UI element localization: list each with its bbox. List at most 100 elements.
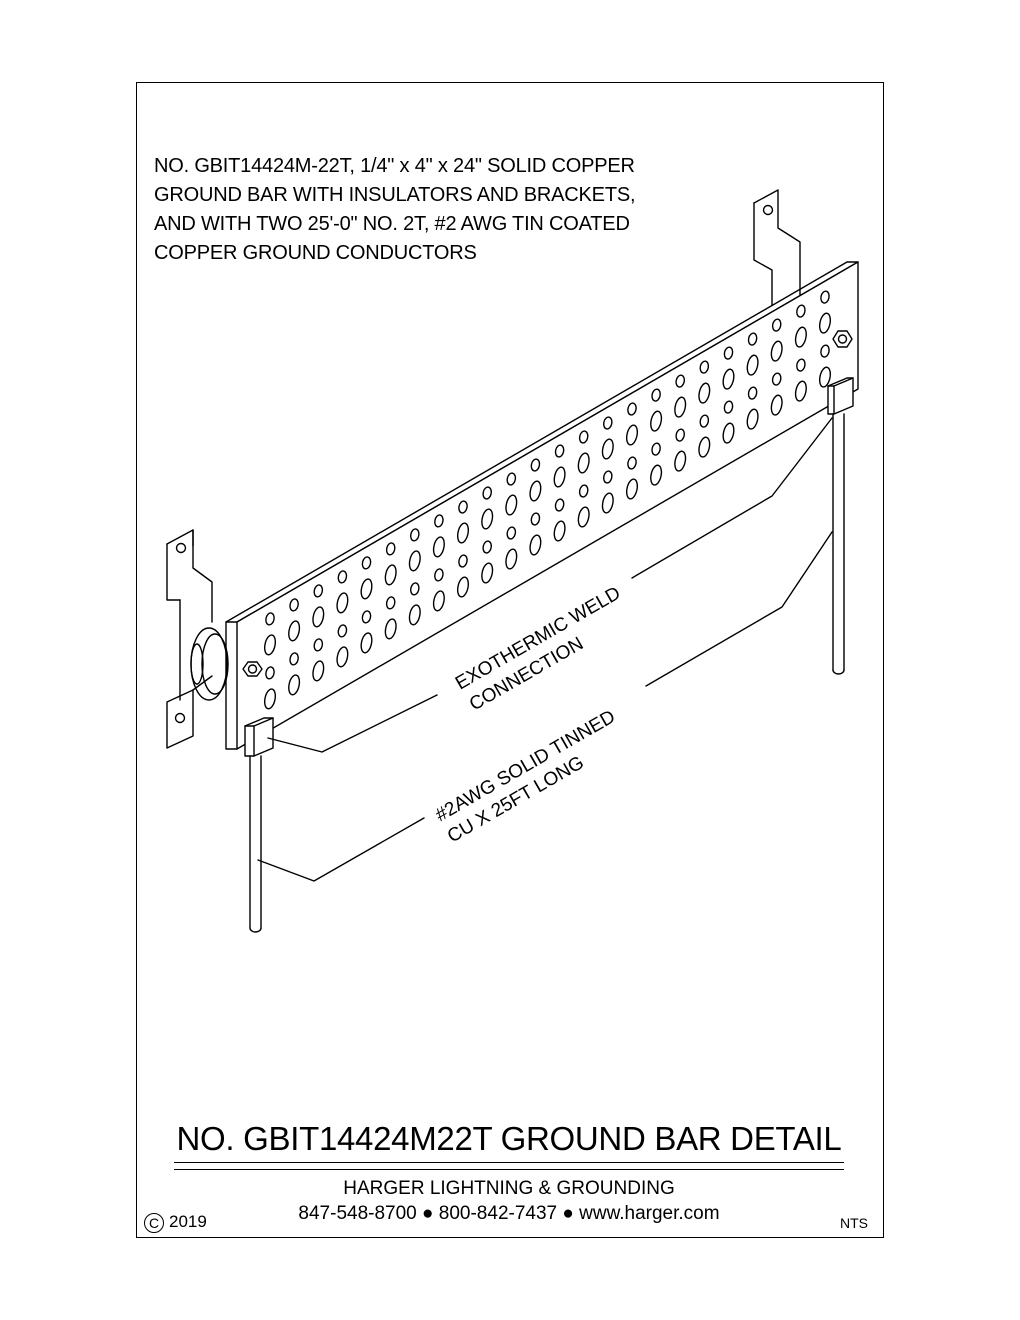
bar-hole [625,424,639,446]
bar-hole [698,436,711,458]
bar-hole [312,660,325,682]
bar-hole [553,520,566,542]
bar-hole [529,480,542,502]
left-insulator [190,627,229,701]
bar-hole [602,416,613,430]
bar-hole [385,596,396,610]
weld-leader-line [267,417,833,753]
bar-hole [337,624,348,638]
bar-hole [820,290,830,304]
bar-hole [675,428,686,442]
bar-hole [722,422,735,444]
copyright-year: 2019 [169,1212,207,1231]
bar-hole [263,688,277,710]
bar-hole [722,368,735,390]
bar-hole [818,366,832,388]
conductor-leader-line [257,531,833,882]
bar-hole [337,570,348,584]
bar-hole [699,414,710,428]
bar-hole [818,312,832,334]
bar-hole [794,380,807,402]
bar-hole [481,562,494,584]
bar-hole [409,528,420,542]
bar-hole [698,382,711,404]
bar-hole [699,360,710,374]
bar-hole [530,458,541,472]
bar-hole [360,578,373,600]
bar-hole [312,606,325,628]
drawing-title: NO. GBIT14424M22T GROUND BAR DETAIL [176,1120,842,1157]
bar-hole [360,632,373,654]
bar-hole [796,304,806,318]
bar-hole [265,612,275,626]
bar-hole [482,540,493,554]
bar-hole [723,346,734,360]
bar-hole [625,478,639,500]
bar-hole [384,564,397,586]
description-line: GROUND BAR WITH INSULATORS AND BRACKETS, [154,184,636,206]
bar-hole [505,494,518,516]
description-line: COPPER GROUND CONDUCTORS [154,242,477,264]
bar-hole [288,620,301,642]
conductor-callout-line-1: #2AWG SOLID TINNED [432,706,619,826]
left-exothermic-weld [244,717,274,757]
bar-hole [651,442,661,456]
bar-hole [432,590,445,612]
bar-hole [336,646,349,668]
bar-hole [674,450,687,472]
company-name: HARGER LIGHTNING & GROUNDING [343,1178,675,1199]
drawing-border [136,82,884,1238]
left-bolt [242,661,263,677]
bar-hole [770,394,783,416]
bar-hole [481,508,494,530]
bar-hole [434,514,444,528]
bar-hole [506,472,517,486]
bar-hole [458,500,468,514]
bar-hole [674,396,687,418]
bar-hole [770,340,783,362]
title-underline [174,1162,844,1163]
left-ground-conductor [249,755,262,933]
bar-hole [385,542,396,556]
bar-hole [771,318,782,332]
description-line: NO. GBIT14424M-22T, 1/4" x 4" x 24" SOLI… [154,155,635,177]
bar-hole [458,554,468,568]
bar-hole [747,386,758,400]
description-line: AND WITH TWO 25'-0" NO. 2T, #2 AWG TIN C… [154,213,630,235]
bar-hole [361,610,372,624]
bar-hole [456,522,470,544]
bar-hole [771,372,782,386]
bar-hole [288,674,301,696]
bar-hole [409,582,420,596]
bar-hole [434,568,444,582]
bar-hole [289,652,299,666]
bar-hole [506,526,517,540]
bar-hole [577,452,590,474]
bar-hole [456,576,470,598]
bar-hole [432,536,445,558]
bar-hole [577,506,590,528]
copyright: C 2019 [144,1212,207,1233]
bar-hole [289,598,299,612]
bar-hole [408,604,421,626]
bar-hole [796,358,806,372]
bar-hole [820,344,830,358]
bar-hole [263,634,277,656]
bar-hole [601,492,614,514]
bar-hole [746,354,759,376]
bar-hole [553,466,566,488]
bar-hole [408,550,421,572]
bar-hole [554,444,565,458]
bar-hole [627,456,637,470]
right-bolt [832,330,853,348]
bar-hole [675,374,686,388]
bar-hole [361,556,372,570]
bar-hole [313,584,324,598]
bar-hole [578,484,589,498]
contact-info: 847-548-8700 ● 800-842-7437 ● www.harger… [298,1203,720,1224]
right-bracket [753,189,801,306]
left-bracket [166,529,213,749]
hole-pattern [263,290,832,710]
copyright-icon: C [144,1212,164,1233]
